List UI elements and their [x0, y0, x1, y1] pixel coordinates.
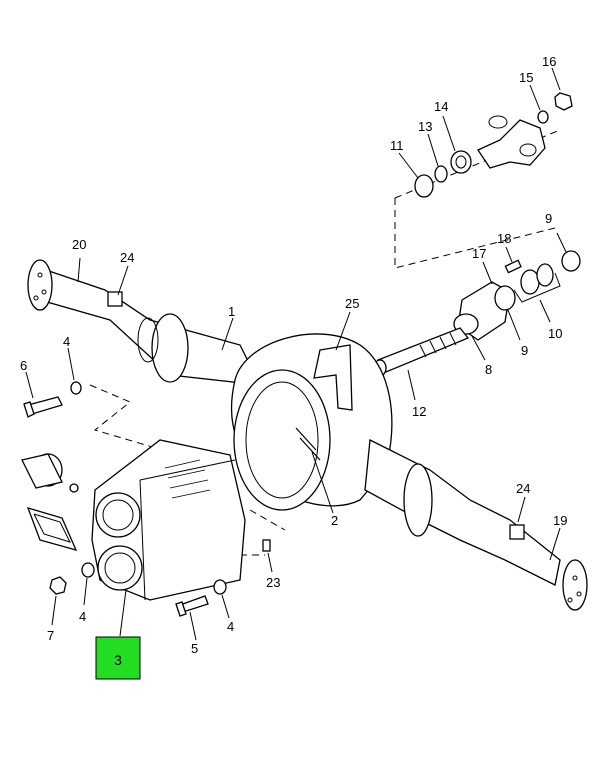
left-spring-seat [151, 313, 189, 383]
bearing-cone-part-10 [520, 269, 540, 295]
callout-9-bottom: 9 [521, 343, 528, 358]
yoke-part [477, 119, 546, 169]
right-spring-seat [403, 463, 433, 537]
right-hub-flange [562, 559, 588, 611]
callout-18: 18 [497, 231, 511, 246]
callout-1: 1 [228, 304, 235, 319]
washer-part-15 [537, 110, 549, 124]
gasket-part [26, 507, 78, 551]
callout-25: 25 [345, 296, 359, 311]
callout-4-top: 4 [63, 334, 70, 349]
yoke-assembly-group [394, 67, 573, 269]
washer-part-4-left [81, 562, 95, 578]
clip-part-24-left [107, 291, 123, 307]
highlighted-callout-box[interactable] [95, 636, 141, 680]
carrier-assembly [21, 347, 286, 641]
bearing-cup-part-9b [561, 250, 581, 272]
carrier-opening-flange [233, 369, 331, 511]
callout-11: 11 [390, 138, 404, 153]
pin-part-23 [262, 539, 271, 552]
left-axle-tube [39, 267, 262, 386]
washer-part-4-right [213, 579, 227, 595]
seal-part-14 [450, 150, 472, 174]
callout-9-top: 9 [545, 211, 552, 226]
bolt-part-18 [504, 259, 522, 274]
callout-labels: 1 2 4 4 4 5 6 7 8 9 9 10 11 12 13 14 15 … [20, 54, 567, 680]
callout-19: 19 [553, 513, 567, 528]
callout-24-left: 24 [120, 250, 134, 265]
callout-2: 2 [331, 513, 338, 528]
callout-7: 7 [47, 628, 54, 643]
callout-15: 15 [519, 70, 533, 85]
callout-23: 23 [266, 575, 280, 590]
callout-4-right: 4 [227, 619, 234, 634]
callout-10: 10 [548, 326, 562, 341]
axle-housing [27, 257, 588, 611]
callout-6: 6 [20, 358, 27, 373]
callout-17: 17 [472, 246, 486, 261]
callout-20: 20 [72, 237, 86, 252]
left-hub-flange [27, 259, 53, 311]
right-axle-tube [364, 438, 561, 586]
callout-8: 8 [485, 362, 492, 377]
callout-5: 5 [191, 641, 198, 656]
clip-part-24-right [509, 524, 525, 540]
nut-part-16 [554, 92, 573, 111]
snap-ring-part-11 [414, 174, 434, 198]
pinion-group [373, 232, 581, 401]
callout-4-left: 4 [79, 609, 86, 624]
callout-24-right: 24 [516, 481, 530, 496]
bracket-part-25 [313, 344, 353, 411]
callout-14: 14 [434, 99, 448, 114]
callout-16: 16 [542, 54, 556, 69]
callout-12: 12 [412, 404, 426, 419]
washer-part-4-top [70, 381, 82, 395]
washer-part-13 [434, 165, 448, 183]
bearing-cup-part-9 [494, 285, 516, 311]
nut-part-7 [49, 576, 67, 595]
callout-13: 13 [418, 119, 432, 134]
callout-3[interactable]: 3 [114, 652, 122, 668]
